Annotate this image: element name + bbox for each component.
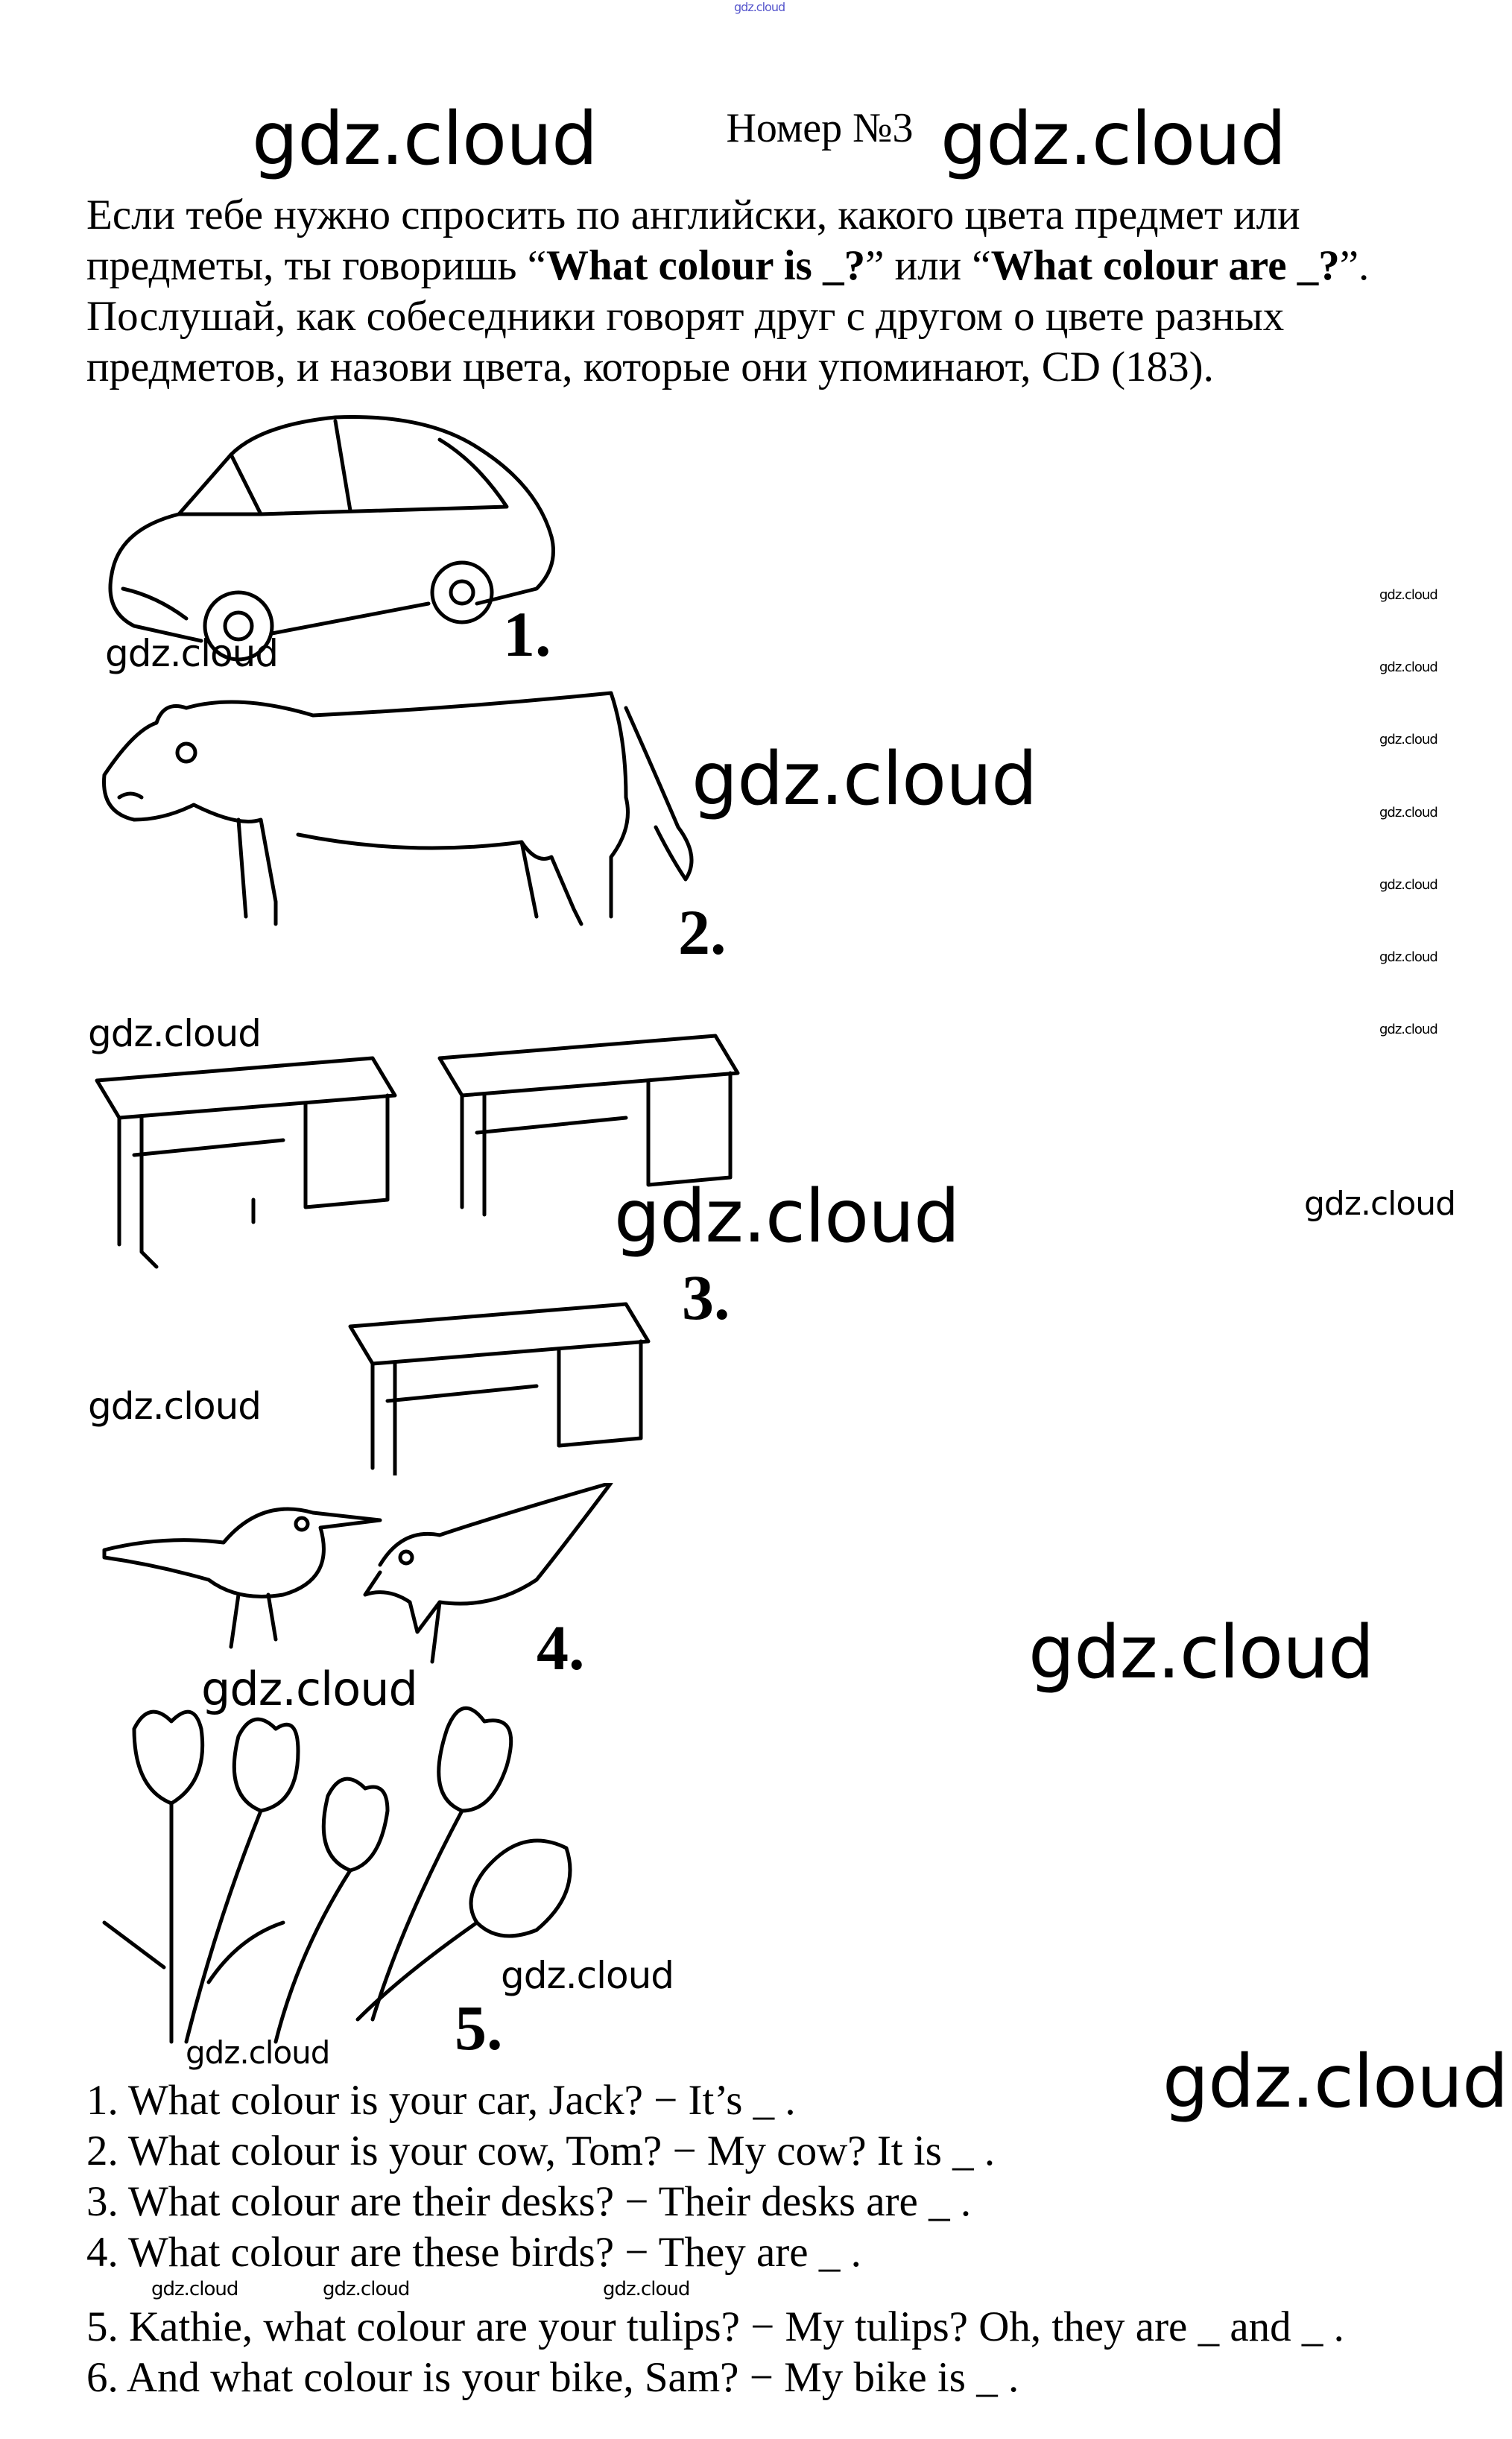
watermark: gdz.cloud	[940, 97, 1286, 182]
questions-list: 1. What colour is your car, Jack? − It’s…	[86, 2075, 1344, 2403]
desks-drawing-icon: 3.	[95, 1034, 740, 1475]
picture-label: 1.	[503, 598, 551, 670]
watermark: gdz.cloud	[1028, 1610, 1374, 1695]
text: предметов, и назови цвета, которые они у…	[86, 344, 1214, 390]
text: ” или “	[865, 242, 991, 289]
text: Если тебе нужно спросить по английски, к…	[86, 192, 1300, 238]
watermark: gdz.cloud	[1379, 877, 1438, 893]
watermark: gdz.cloud	[1379, 659, 1438, 675]
question-item: 2. What colour is your cow, Tom? − My co…	[86, 2128, 996, 2174]
picture-label: 4.	[537, 1612, 585, 1683]
question-item: 1. What colour is your car, Jack? − It’s…	[86, 2077, 796, 2124]
page-title: Номер №3	[726, 105, 914, 151]
instruction-line: Если тебе нужно спросить по английски, к…	[86, 190, 1369, 241]
watermark: gdz.cloud	[1379, 587, 1438, 603]
picture-label: 2.	[678, 896, 727, 968]
question-item: 3. What colour are their desks? − Their …	[86, 2178, 972, 2225]
bold-phrase: What colour are _?	[990, 242, 1340, 289]
instruction-line: предметов, и назови цвета, которые они у…	[86, 342, 1369, 393]
watermark: gdz.cloud	[603, 2278, 690, 2300]
watermark: gdz.cloud	[88, 1012, 262, 1055]
picture-label: 5.	[455, 1992, 503, 2057]
instructions: Если тебе нужно спросить по английски, к…	[86, 190, 1369, 393]
car-drawing-icon: 1.	[108, 415, 555, 670]
instruction-line: предметы, ты говоришь “What colour is _?…	[86, 241, 1369, 291]
watermark: gdz.cloud	[501, 1954, 674, 1997]
watermark: gdz.cloud	[186, 2034, 330, 2071]
watermark: gdz.cloud	[1379, 732, 1438, 747]
text: предметы, ты говоришь “	[86, 242, 547, 289]
watermark: gdz.cloud	[734, 0, 785, 14]
watermark: gdz.cloud	[105, 632, 279, 675]
question-item: 5. Kathie, what colour are your tulips? …	[86, 2303, 1344, 2350]
watermark: gdz.cloud	[1379, 805, 1438, 820]
birds-drawing-icon: 4.	[102, 1483, 613, 1683]
watermark: gdz.cloud	[1304, 1185, 1456, 1223]
watermark: gdz.cloud	[614, 1174, 960, 1259]
question-item: 4. What colour are these birds? − They a…	[86, 2229, 861, 2276]
watermark: gdz.cloud	[252, 97, 598, 182]
watermark: gdz.cloud	[201, 1662, 418, 1716]
question-item: 6. And what colour is your bike, Sam? − …	[86, 2354, 1019, 2401]
watermark: gdz.cloud	[323, 2278, 410, 2300]
instruction-line: Послушай, как собеседники говорят друг с…	[86, 291, 1369, 342]
bold-phrase: What colour is _?	[546, 242, 866, 289]
text: Послушай, как собеседники говорят друг с…	[86, 293, 1285, 340]
watermark: gdz.cloud	[692, 737, 1037, 822]
watermark: gdz.cloud	[1379, 949, 1438, 965]
text: ”.	[1339, 242, 1370, 289]
watermark: gdz.cloud	[151, 2278, 238, 2300]
watermark: gdz.cloud	[1163, 2040, 1508, 2125]
watermark: gdz.cloud	[88, 1385, 262, 1428]
watermark: gdz.cloud	[1379, 1022, 1438, 1037]
picture-label: 3.	[682, 1262, 730, 1333]
tulips-drawing-icon: 5.	[102, 1706, 572, 2057]
cow-drawing-icon: 2.	[102, 691, 727, 968]
